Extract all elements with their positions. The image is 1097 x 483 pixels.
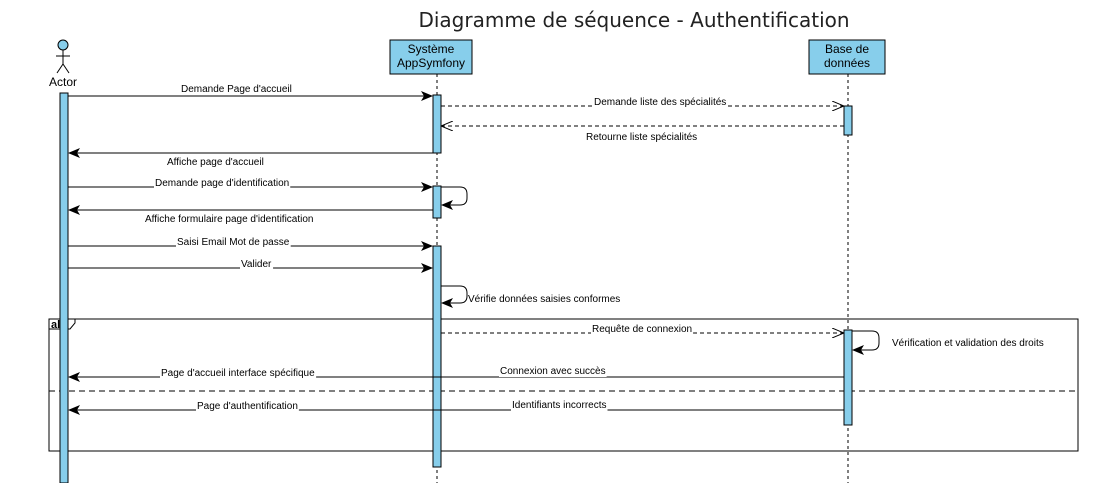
alt-fragment xyxy=(48,318,1079,452)
participant-database-label-line2: données xyxy=(824,56,870,70)
message-label-background xyxy=(144,214,315,225)
system-activation-3 xyxy=(432,245,442,468)
self-message-verifie-donnees: Vérifie données saisies conformes xyxy=(441,285,620,308)
svg-text:Connexion avec succès: Connexion avec succès xyxy=(500,366,606,377)
svg-text:Demande page d'identification: Demande page d'identification xyxy=(155,178,289,189)
message-valider: Valider xyxy=(68,259,433,273)
participant-database-box xyxy=(808,39,886,75)
message-affiche-page-accueil: Affiche page d'accueil xyxy=(68,148,433,168)
svg-text:Requête de connexion: Requête de connexion xyxy=(592,324,692,335)
message-demande-liste-specialites: Demande liste des spécialités xyxy=(441,97,843,108)
message-label-background xyxy=(160,368,317,379)
message-label-background xyxy=(166,157,265,168)
message-affiche-formulaire-identification: Affiche formulaire page d'identification xyxy=(68,205,433,225)
database-activation-2 xyxy=(843,329,853,426)
svg-text:Vérification et validation des: Vérification et validation des droits xyxy=(892,338,1044,349)
participant-system-box xyxy=(389,39,473,75)
svg-text:Page d'accueil interface spéci: Page d'accueil interface spécifique xyxy=(161,368,315,379)
svg-text:Page d'authentification: Page d'authentification xyxy=(197,401,298,412)
svg-text:Affiche formulaire page d'iden: Affiche formulaire page d'identification xyxy=(145,214,314,225)
message-label-background xyxy=(585,132,699,143)
message-requete-connexion: Requête de connexion xyxy=(441,324,843,335)
message-label-background xyxy=(196,401,299,412)
message-identifiants-incorrects: Identifiants incorrects Page d'authentif… xyxy=(68,400,844,415)
svg-text:Retourne liste spécialités: Retourne liste spécialités xyxy=(586,132,697,143)
svg-text:Affiche page d'accueil: Affiche page d'accueil xyxy=(167,157,264,168)
message-retourne-liste-specialites: Retourne liste spécialités xyxy=(442,126,844,143)
message-demande-page-accueil: Demande Page d'accueil xyxy=(68,84,433,101)
message-label-background xyxy=(511,400,608,411)
participant-database-label-line1: Base de xyxy=(825,42,869,56)
svg-text:Vérifie données saisies confor: Vérifie données saisies conformes xyxy=(468,294,620,305)
svg-text:Demande Page d'accueil: Demande Page d'accueil xyxy=(181,84,292,95)
database-activation-1 xyxy=(843,105,853,136)
self-message-system-1 xyxy=(441,186,468,210)
message-label-background xyxy=(180,84,293,95)
system-activation-1 xyxy=(432,94,442,154)
message-label-background xyxy=(499,366,607,377)
svg-text:Saisi Email Mot de passe: Saisi Email Mot de passe xyxy=(177,237,290,248)
actor-icon xyxy=(56,39,70,74)
svg-text:Valider: Valider xyxy=(241,259,272,270)
svg-text:Demande liste des spécialités: Demande liste des spécialités xyxy=(594,97,726,108)
message-label-background xyxy=(591,324,694,335)
actor-label: Actor xyxy=(49,75,77,89)
self-message-verification-droits: Vérification et validation des droits xyxy=(852,330,1044,355)
message-connexion-avec-succes: Connexion avec succès Page d'accueil int… xyxy=(68,366,844,382)
message-label-background xyxy=(593,97,728,108)
message-label-background xyxy=(176,237,291,248)
svg-text:Identifiants incorrects: Identifiants incorrects xyxy=(512,400,607,411)
diagram-title: Diagramme de séquence - Authentification xyxy=(418,8,849,32)
message-label-background xyxy=(240,259,274,270)
actor-activation xyxy=(59,92,69,483)
system-activation-2 xyxy=(432,185,442,219)
message-label-background xyxy=(154,178,291,189)
participant-system-label-line2: AppSymfony xyxy=(397,56,465,70)
message-demande-page-identification: Demande page d'identification xyxy=(68,178,433,192)
message-saisi-email-mot-de-passe: Saisi Email Mot de passe xyxy=(68,237,433,251)
participant-system-label-line1: Système xyxy=(408,42,455,56)
